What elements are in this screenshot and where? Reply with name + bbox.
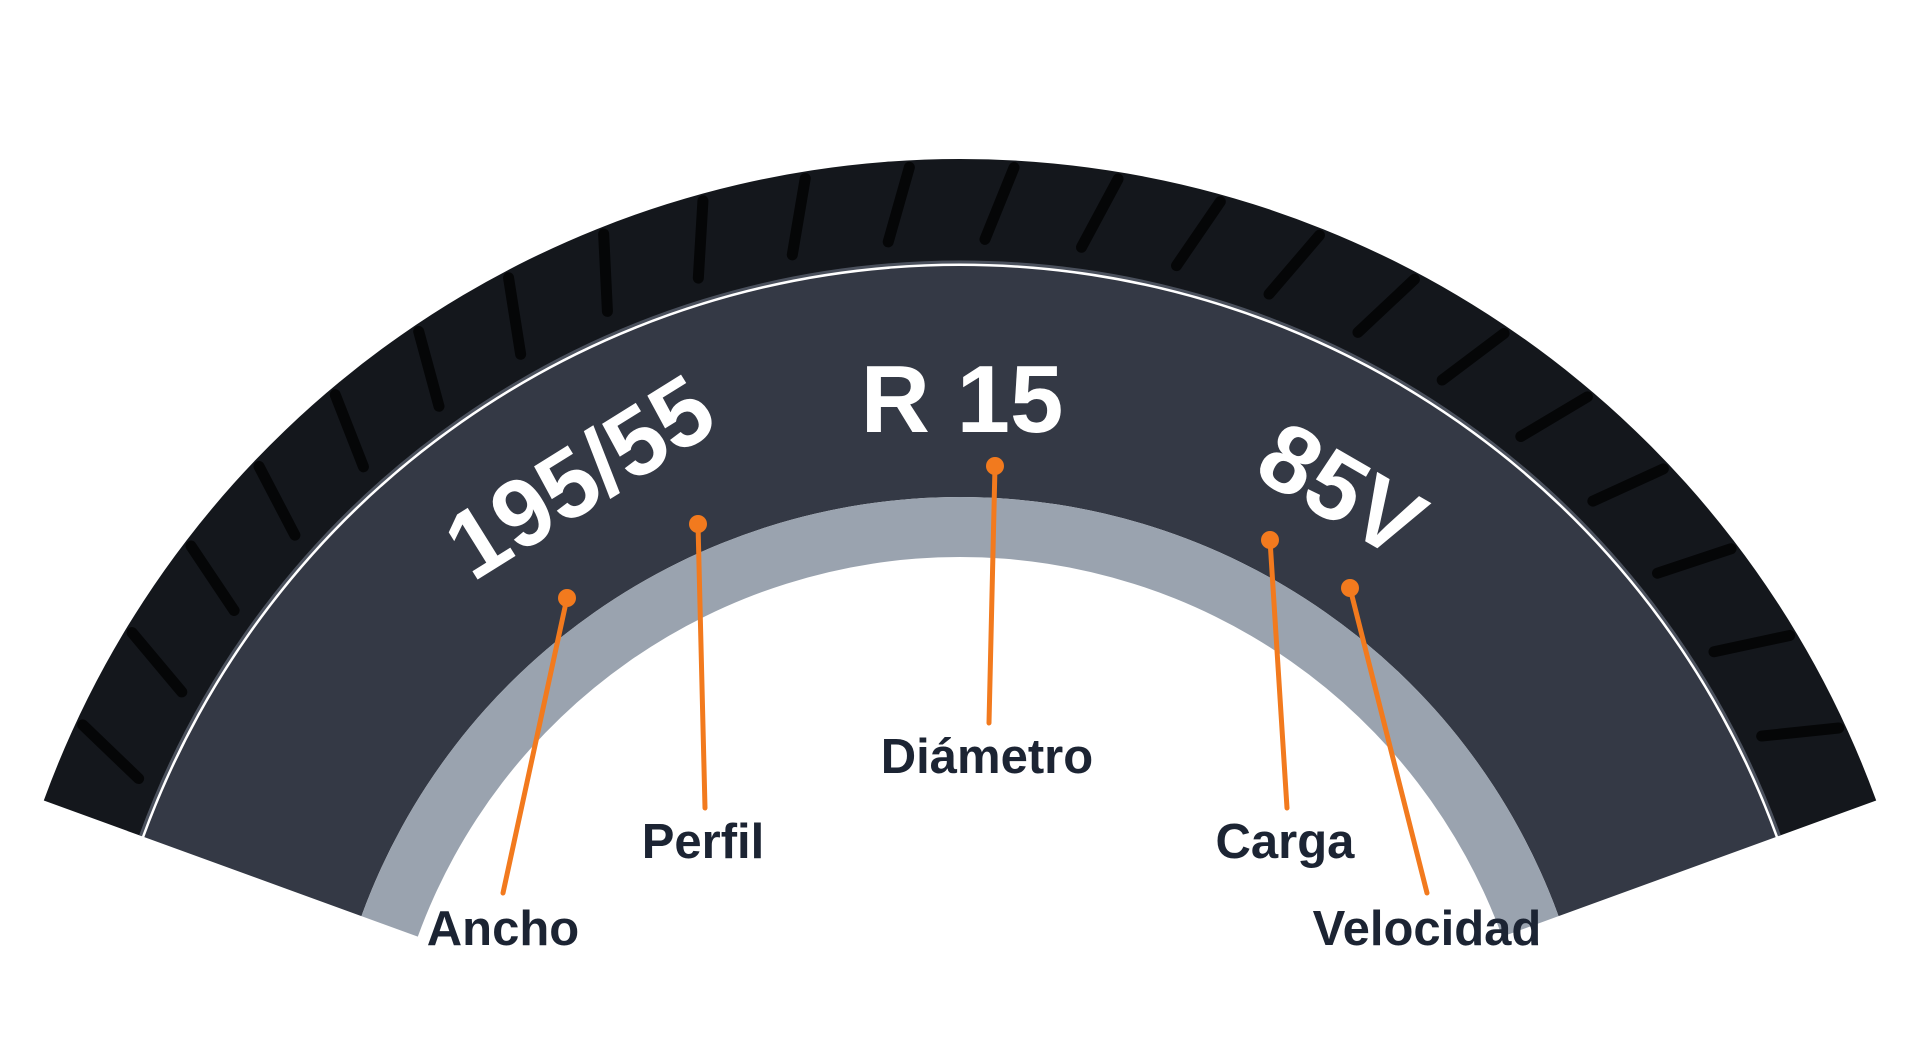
leader-profile-dot xyxy=(689,515,707,533)
leader-load xyxy=(1267,537,1290,811)
sidewall-edge-line xyxy=(139,260,1781,837)
tread-groove xyxy=(1171,196,1226,272)
tread-band xyxy=(43,159,1877,836)
tread-groove xyxy=(253,460,301,541)
label-diameter: Diámetro xyxy=(881,730,1093,784)
tread-groove xyxy=(1756,722,1845,742)
tread-groove xyxy=(413,325,445,412)
leader-width xyxy=(500,595,570,896)
tread-groove xyxy=(786,172,811,261)
tread-groove xyxy=(1652,543,1737,579)
leader-profile xyxy=(695,521,708,811)
tread-groove xyxy=(1352,273,1420,338)
sidewall-band xyxy=(144,266,1776,917)
label-load: Carga xyxy=(1216,815,1356,869)
label-width: Ancho xyxy=(427,902,579,956)
tread-groove xyxy=(1075,173,1124,253)
rim-band xyxy=(361,497,1559,937)
label-speed: Velocidad xyxy=(1313,902,1542,956)
tread-groove xyxy=(1587,463,1669,507)
tread-groove xyxy=(1515,391,1593,442)
tread-groove xyxy=(503,272,527,360)
leader-lines xyxy=(500,457,1430,896)
tread-groove xyxy=(692,195,709,284)
tire-code-rim: R 15 xyxy=(861,346,1064,453)
tread-groove xyxy=(185,540,240,616)
tread-groove xyxy=(979,162,1020,245)
leader-width-dot xyxy=(558,589,576,607)
tread-grooves xyxy=(77,161,1845,785)
tread-groove xyxy=(126,627,188,698)
leader-speed-dot xyxy=(1341,579,1359,597)
leader-load-dot xyxy=(1261,531,1279,549)
tread-groove xyxy=(1436,327,1510,386)
tread-groove xyxy=(882,161,915,248)
tread-groove xyxy=(329,389,369,473)
leader-diameter xyxy=(986,463,998,726)
tread-groove xyxy=(1263,229,1325,300)
tread-groove xyxy=(598,228,613,317)
leader-speed xyxy=(1347,585,1430,896)
label-profile: Perfil xyxy=(642,815,765,869)
tread-groove xyxy=(77,719,145,785)
leader-diameter-dot xyxy=(986,457,1004,475)
tire-body xyxy=(43,159,1877,937)
tread-groove xyxy=(1708,629,1796,658)
